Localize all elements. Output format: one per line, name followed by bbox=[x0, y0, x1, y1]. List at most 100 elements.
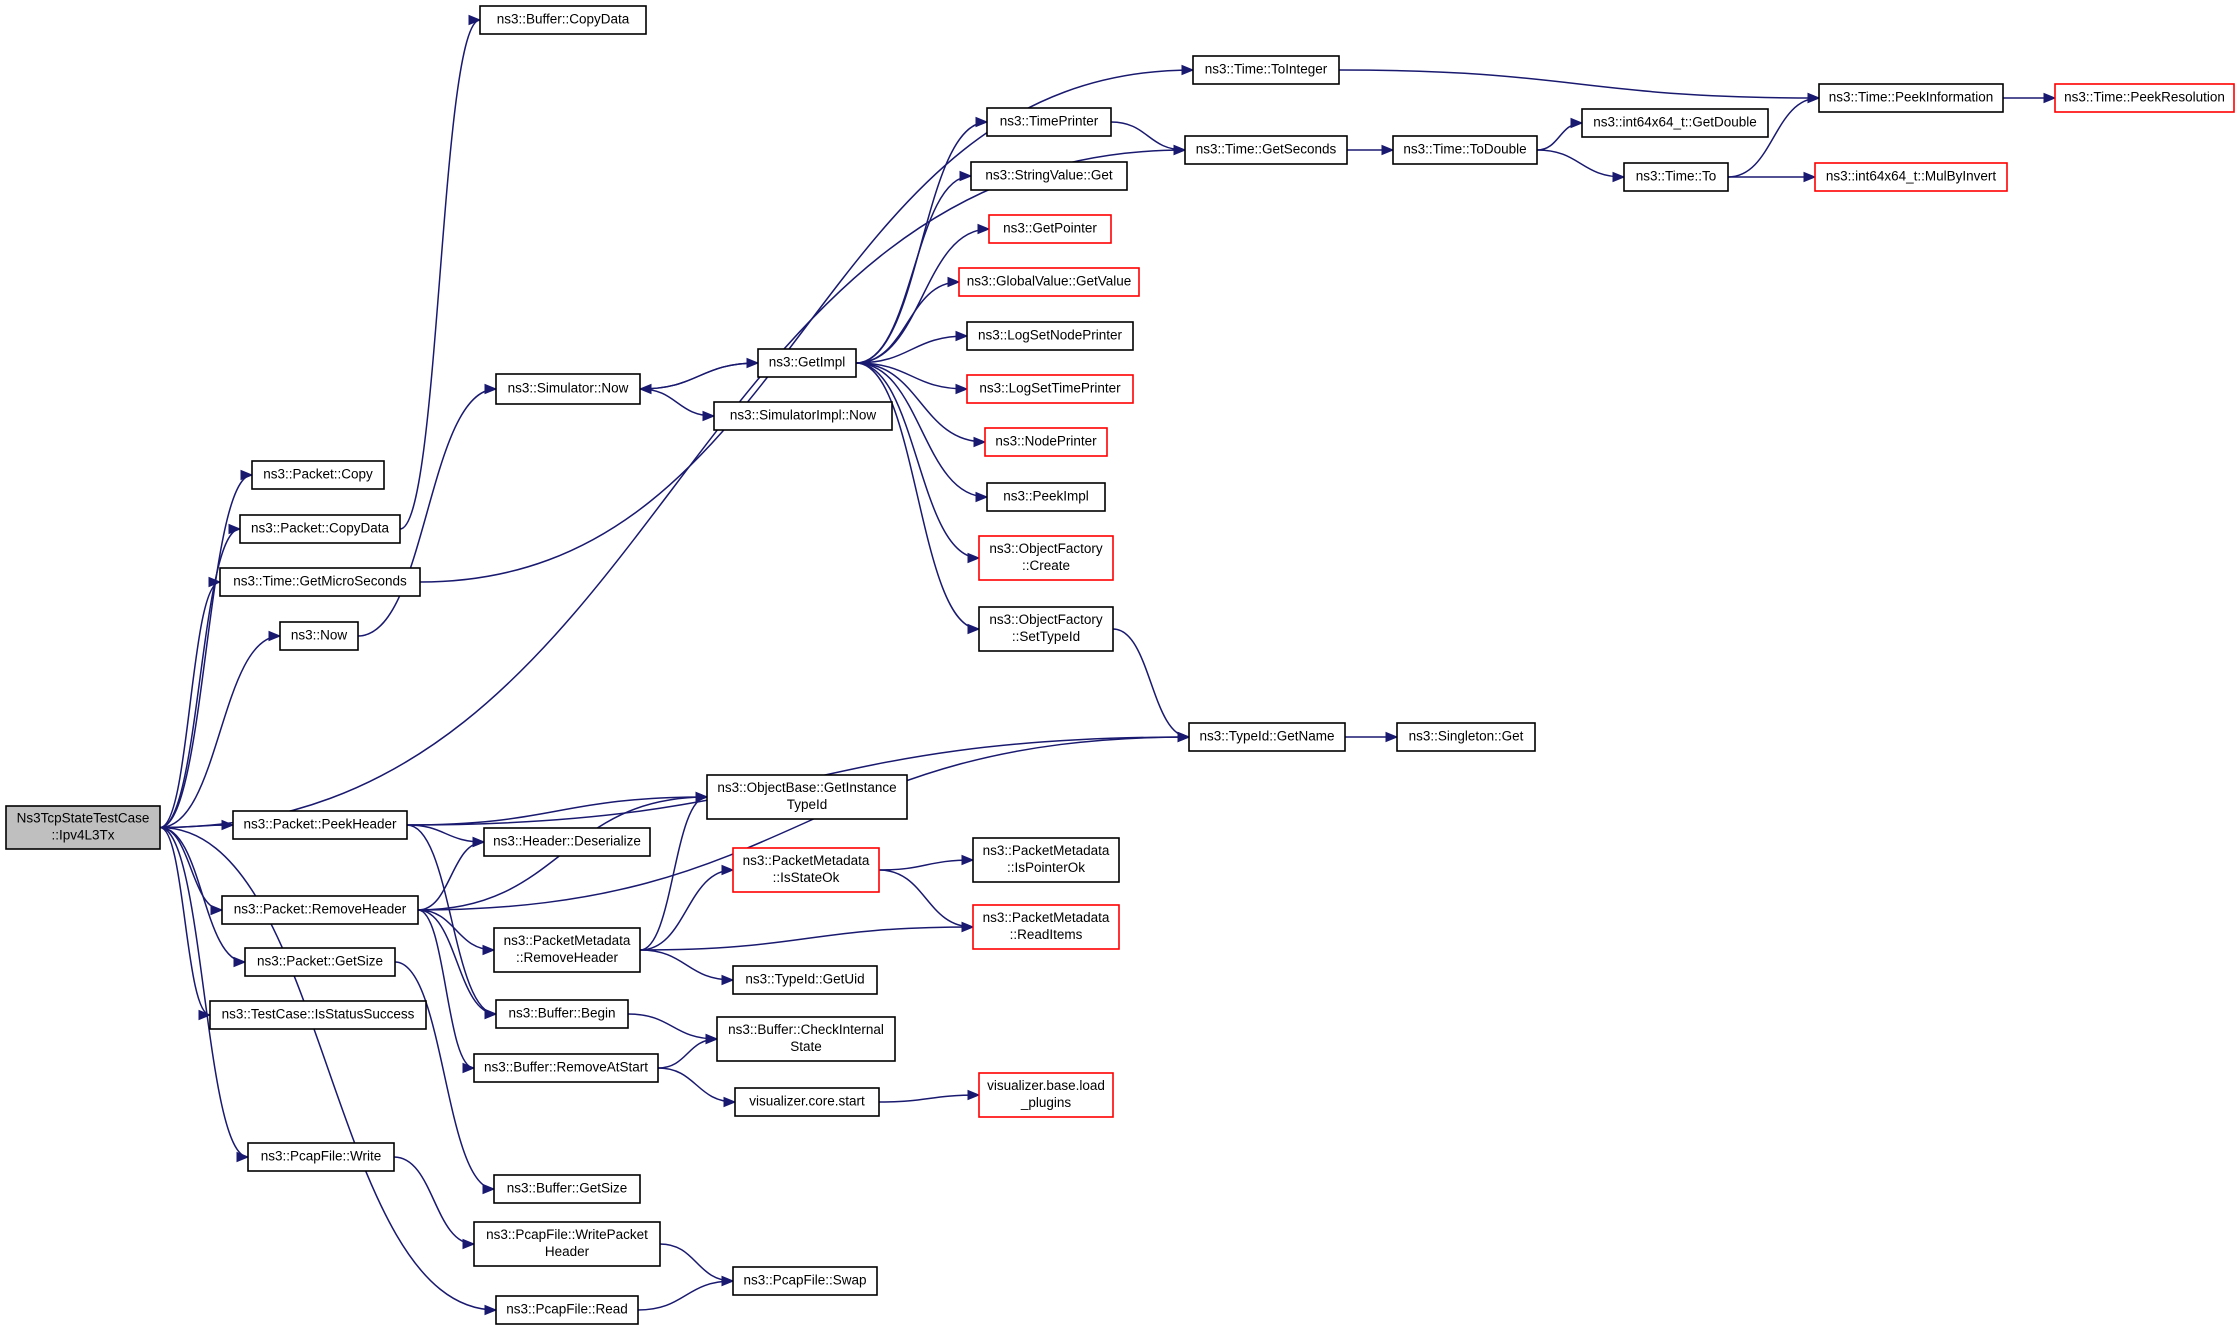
node-box bbox=[221, 895, 419, 925]
node-box bbox=[986, 107, 1112, 137]
node-box bbox=[732, 965, 878, 995]
node-sim-now[interactable]: ns3::Simulator::Now bbox=[495, 373, 641, 405]
node-time-tointeger[interactable]: ns3::Time::ToInteger bbox=[1192, 55, 1340, 85]
node-buffer-copydata[interactable]: ns3::Buffer::CopyData bbox=[479, 5, 647, 35]
node-label: ns3::Time::GetMicroSeconds bbox=[233, 574, 407, 589]
node-label: ns3::PacketMetadata bbox=[504, 933, 631, 948]
node-label: ns3::PcapFile::WritePacket bbox=[486, 1227, 648, 1242]
node-pm-ispointerok[interactable]: ns3::PacketMetadata::IsPointerOk bbox=[972, 837, 1120, 883]
node-label: ns3::int64x64_t::GetDouble bbox=[1593, 115, 1757, 130]
node-viz-base-load[interactable]: visualizer.base.load_plugins bbox=[978, 1072, 1114, 1118]
node-label: ns3::Packet::Copy bbox=[263, 467, 373, 482]
node-time-getseconds[interactable]: ns3::Time::GetSeconds bbox=[1184, 135, 1348, 165]
node-box bbox=[479, 5, 647, 35]
node-pm-isstateok[interactable]: ns3::PacketMetadata::IsStateOk bbox=[732, 847, 880, 893]
node-buffer-begin[interactable]: ns3::Buffer::Begin bbox=[495, 999, 629, 1029]
edge-timeprinter-to-time-getseconds bbox=[1110, 121, 1187, 156]
node-label: ns3::Singleton::Get bbox=[1409, 729, 1524, 744]
node-label: ::ReadItems bbox=[1010, 927, 1083, 942]
node-label: ns3::Time::PeekInformation bbox=[1829, 90, 1994, 105]
node-peekimpl[interactable]: ns3::PeekImpl bbox=[986, 482, 1106, 512]
node-int64-getdouble[interactable]: ns3::int64x64_t::GetDouble bbox=[1581, 108, 1769, 138]
edge-root-to-now bbox=[159, 630, 282, 829]
node-box bbox=[734, 1087, 880, 1117]
node-logsettimeprinter[interactable]: ns3::LogSetTimePrinter bbox=[966, 374, 1134, 404]
node-box bbox=[493, 1174, 641, 1204]
node-label: visualizer.core.start bbox=[749, 1094, 865, 1109]
node-box bbox=[232, 810, 408, 840]
node-simimpl-now[interactable]: ns3::SimulatorImpl::Now bbox=[713, 401, 893, 431]
node-nodeprinter[interactable]: ns3::NodePrinter bbox=[984, 427, 1108, 457]
node-label: ns3::PacketMetadata bbox=[983, 910, 1110, 925]
node-objfactory-create[interactable]: ns3::ObjectFactory::Create bbox=[978, 535, 1114, 581]
node-pkt-getsize[interactable]: ns3::Packet::GetSize bbox=[244, 947, 396, 977]
edge-getimpl-to-logsettimeprinter bbox=[855, 362, 969, 395]
node-timeprinter[interactable]: ns3::TimePrinter bbox=[986, 107, 1112, 137]
node-pcap-swap[interactable]: ns3::PcapFile::Swap bbox=[732, 1266, 878, 1296]
node-time-peekinfo[interactable]: ns3::Time::PeekInformation bbox=[1818, 83, 2004, 113]
node-pcap-read[interactable]: ns3::PcapFile::Read bbox=[495, 1295, 639, 1325]
node-box bbox=[495, 373, 641, 405]
node-pkt-copydata[interactable]: ns3::Packet::CopyData bbox=[239, 514, 401, 544]
node-viz-core-start[interactable]: visualizer.core.start bbox=[734, 1087, 880, 1117]
node-getimpl[interactable]: ns3::GetImpl bbox=[757, 348, 857, 378]
node-pm-readitems[interactable]: ns3::PacketMetadata::ReadItems bbox=[972, 904, 1120, 950]
node-label: ns3::PcapFile::Write bbox=[261, 1149, 382, 1164]
edge-root-to-pcap-read bbox=[159, 826, 498, 1316]
node-buffer-removeatstart[interactable]: ns3::Buffer::RemoveAtStart bbox=[473, 1053, 659, 1083]
node-label: ns3::Time::ToInteger bbox=[1205, 62, 1328, 77]
edge-pkt-removeheader-to-pm-removeheader bbox=[417, 909, 496, 956]
node-box bbox=[495, 1295, 639, 1325]
node-box bbox=[716, 1016, 896, 1062]
node-label: ns3::TimePrinter bbox=[1000, 114, 1099, 129]
node-objfactory-settypeid[interactable]: ns3::ObjectFactory::SetTypeId bbox=[978, 606, 1114, 652]
edge-viz-core-start-to-viz-base-load bbox=[878, 1089, 981, 1103]
node-pkt-copy[interactable]: ns3::Packet::Copy bbox=[251, 460, 385, 490]
edge-pm-removeheader-to-typeid-getuid bbox=[639, 949, 735, 986]
node-int64-mulbyinvert[interactable]: ns3::int64x64_t::MulByInvert bbox=[1814, 162, 2008, 192]
node-box bbox=[972, 904, 1120, 950]
node-typeid-getuid[interactable]: ns3::TypeId::GetUid bbox=[732, 965, 878, 995]
edge-objfactory-settypeid-to-typeid-getname bbox=[1112, 628, 1191, 743]
edge-getimpl-to-stringvalue-get bbox=[855, 170, 973, 364]
node-pkt-removeheader[interactable]: ns3::Packet::RemoveHeader bbox=[221, 895, 419, 925]
node-time-todouble[interactable]: ns3::Time::ToDouble bbox=[1392, 135, 1538, 165]
node-pcap-write[interactable]: ns3::PcapFile::Write bbox=[247, 1142, 395, 1172]
node-root[interactable]: Ns3TcpStateTestCase::Ipv4L3Tx bbox=[5, 805, 161, 850]
node-time-peekres[interactable]: ns3::Time::PeekResolution bbox=[2054, 83, 2235, 113]
node-pkt-peekheader[interactable]: ns3::Packet::PeekHeader bbox=[232, 810, 408, 840]
node-now[interactable]: ns3::Now bbox=[279, 621, 359, 651]
node-label: ns3::Packet::GetSize bbox=[257, 954, 383, 969]
node-stringvalue-get[interactable]: ns3::StringValue::Get bbox=[970, 161, 1128, 191]
node-box bbox=[209, 1000, 427, 1030]
node-buffer-getsize[interactable]: ns3::Buffer::GetSize bbox=[493, 1174, 641, 1204]
node-logsetnodeprinter[interactable]: ns3::LogSetNodePrinter bbox=[966, 321, 1134, 351]
node-label: ns3::PeekImpl bbox=[1003, 489, 1089, 504]
edge-root-to-pkt-copydata bbox=[159, 523, 242, 829]
edge-root-to-pkt-getsize bbox=[159, 826, 247, 968]
node-time-getmicro[interactable]: ns3::Time::GetMicroSeconds bbox=[219, 567, 421, 597]
edge-time-todouble-to-int64-getdouble bbox=[1536, 117, 1584, 151]
node-time-to[interactable]: ns3::Time::To bbox=[1623, 162, 1729, 192]
node-label: ns3::GetPointer bbox=[1003, 221, 1097, 236]
node-getpointer[interactable]: ns3::GetPointer bbox=[988, 214, 1112, 244]
node-pm-removeheader[interactable]: ns3::PacketMetadata::RemoveHeader bbox=[493, 927, 641, 973]
node-label: ns3::StringValue::Get bbox=[985, 168, 1113, 183]
node-singleton-get[interactable]: ns3::Singleton::Get bbox=[1396, 722, 1536, 752]
node-typeid-getname[interactable]: ns3::TypeId::GetName bbox=[1188, 722, 1346, 752]
node-box bbox=[757, 348, 857, 378]
node-box bbox=[978, 535, 1114, 581]
edge-pcap-read-to-pcap-swap bbox=[637, 1275, 735, 1311]
node-box bbox=[495, 999, 629, 1029]
node-box bbox=[988, 214, 1112, 244]
node-globalvalue-getvalue[interactable]: ns3::GlobalValue::GetValue bbox=[958, 267, 1140, 297]
node-testcase-isstatus[interactable]: ns3::TestCase::IsStatusSuccess bbox=[209, 1000, 427, 1030]
node-box bbox=[970, 161, 1128, 191]
node-box bbox=[732, 1266, 878, 1296]
node-header-deserialize[interactable]: ns3::Header::Deserialize bbox=[483, 827, 651, 857]
edge-getimpl-to-objfactory-create bbox=[855, 362, 981, 564]
